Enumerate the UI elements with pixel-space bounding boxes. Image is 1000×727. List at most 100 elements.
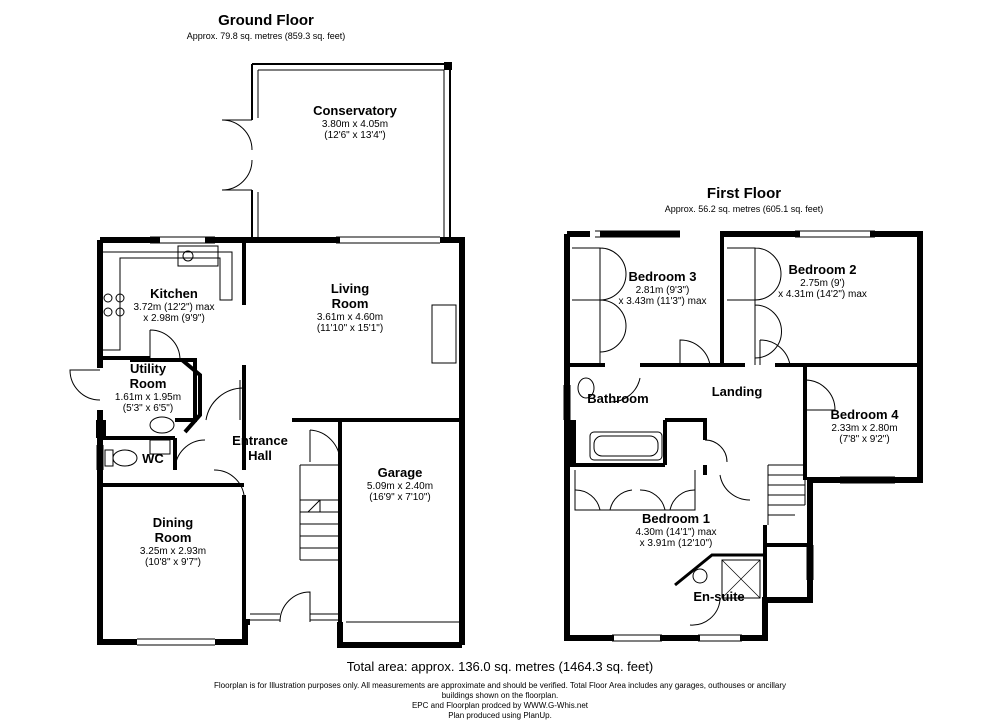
bathroom-label: Bathroom <box>587 391 649 406</box>
room-name: Conservatory <box>313 103 397 118</box>
ensuite-shower <box>721 559 761 599</box>
ground-floor-internal-wall <box>100 240 462 645</box>
utility-door <box>69 369 101 401</box>
utility-pillar <box>96 420 106 438</box>
conservatory-wall <box>251 63 451 240</box>
bedroom1-window <box>612 634 742 642</box>
disclaimer-line: EPC and Floorplan prodced by WWW.G-Whis.… <box>411 701 589 710</box>
garage-hall-door <box>309 429 341 463</box>
bedroom2-label: Bedroom 2 2.75m (9') x 4.31m (14'2") max <box>760 262 885 301</box>
ensuite-shower-cross <box>721 559 761 599</box>
entrance-hall-label: Entrance Hall <box>220 433 300 464</box>
bathroom-door <box>609 377 641 403</box>
bedroom4-label: Bedroom 4 2.33m x 2.80m (7'8" x 9'2") <box>812 407 917 446</box>
first-floor-title: First Floor <box>706 185 782 202</box>
wc-cistern <box>104 449 114 467</box>
room-name: Living <box>330 281 370 296</box>
ground-stairs <box>299 464 340 561</box>
room-name: Bedroom 4 <box>830 407 899 422</box>
room-name: Hall <box>248 447 272 463</box>
room-dim: 3.72m (12'2") max <box>133 301 215 313</box>
living-room-label: Living Room 3.61m x 4.60m (11'10" x 15'1… <box>285 281 415 335</box>
dining-room-label: Dining Room 3.25m x 2.93m (10'8" x 9'7") <box>118 515 228 569</box>
room-dim: 5.09m x 2.40m <box>366 480 434 492</box>
conservatory-door <box>221 119 253 191</box>
disclaimer-line: Plan produced using PlanUp. <box>448 711 552 720</box>
garage-door <box>346 621 460 646</box>
bath-inner <box>593 435 659 457</box>
front-door <box>279 591 311 623</box>
first-stairs <box>767 464 806 525</box>
landing-label: Landing <box>711 384 763 399</box>
kitchen-sink-bowl <box>182 250 194 262</box>
ensuite-door <box>689 599 721 626</box>
bedroom2-door <box>759 339 791 366</box>
room-name: Room <box>129 375 167 391</box>
bath <box>589 431 663 461</box>
room-dim: (11'10" x 15'1") <box>316 323 384 335</box>
bathroom-pillar <box>564 420 576 465</box>
bedroom4-door <box>804 379 836 411</box>
room-dim: 1.61m x 1.95m <box>114 391 182 403</box>
ground-floor-title: Ground Floor <box>218 12 314 29</box>
kitchen-sink <box>177 245 219 267</box>
ensuite-basin <box>692 568 708 584</box>
room-name: Bedroom 2 <box>788 262 857 277</box>
wc-toilet <box>112 449 138 467</box>
room-dim: x 3.43m (11'3") max <box>618 296 707 308</box>
bedroom3-window <box>595 230 680 238</box>
bathroom-basin <box>577 377 595 399</box>
room-dim: 3.25m x 2.93m <box>139 545 207 557</box>
landing-window <box>806 545 814 580</box>
room-dim: 3.80m x 4.05m <box>321 118 389 130</box>
total-area: Total area: approx. 136.0 sq. metres (14… <box>346 659 654 674</box>
conservatory-label: Conservatory 3.80m x 4.05m (12'6" x 13'4… <box>280 103 430 142</box>
living-room-fireplace <box>431 304 457 364</box>
room-dim: (10'8" x 9'7") <box>145 557 201 569</box>
wc-window <box>96 445 104 470</box>
first-floor-area: Approx. 56.2 sq. metres (605.1 sq. feet) <box>664 204 824 214</box>
bedroom2-wardrobe <box>727 247 782 365</box>
room-dim: x 3.91m (12'10") <box>639 538 713 550</box>
room-dim: 2.81m (9'3") <box>635 284 690 296</box>
utility-room-label: Utility Room 1.61m x 1.95m (5'3" x 6'5") <box>102 361 194 415</box>
room-dim: 3.61m x 4.60m <box>316 311 384 323</box>
disclaimer-line: buildings shown on the floorplan. <box>441 691 559 700</box>
front-window <box>250 613 340 621</box>
wc-door <box>174 439 206 471</box>
room-dim: (5'3" x 6'5") <box>122 403 174 415</box>
disclaimer: Floorplan is for Illustration purposes o… <box>120 681 880 721</box>
first-floor-internal-wall <box>565 234 920 638</box>
room-dim: x 2.98m (9'9") <box>143 313 205 325</box>
ground-floor-area: Approx. 79.8 sq. metres (859.3 sq. feet) <box>186 31 346 41</box>
bedroom3-wardrobe <box>572 247 627 365</box>
conservatory-post <box>444 62 452 70</box>
room-dim: x 4.31m (14'2") max <box>778 289 867 301</box>
ensuite-label: En-suite <box>693 589 745 604</box>
kitchen-hob <box>103 293 125 317</box>
bedroom3-door <box>679 339 711 366</box>
room-dim: (12'6" x 13'4") <box>324 130 386 142</box>
room-name: Room <box>331 295 369 311</box>
garage-label: Garage 5.09m x 2.40m (16'9" x 7'10") <box>345 465 455 504</box>
airing-cupboard-door <box>704 439 728 463</box>
kitchen-window <box>150 236 215 244</box>
room-name: Bedroom 1 <box>642 511 710 526</box>
room-dim: (7'8" x 9'2") <box>839 434 890 446</box>
bedroom1-label: Bedroom 1 4.30m (14'1") max x 3.91m (12'… <box>616 511 736 550</box>
kitchen-label: Kitchen 3.72m (12'2") max x 2.98m (9'9") <box>118 286 230 325</box>
bedroom2-window <box>795 230 875 238</box>
hall-door <box>205 387 245 421</box>
disclaimer-line: Floorplan is for Illustration purposes o… <box>213 681 786 690</box>
room-dim: 2.33m x 2.80m <box>831 422 898 434</box>
conservatory-glazing <box>257 69 445 238</box>
room-name: Kitchen <box>150 286 198 301</box>
dining-door <box>213 469 245 496</box>
bedroom4-window <box>840 476 895 484</box>
bedroom1-door <box>719 474 751 501</box>
dining-window <box>137 638 215 646</box>
room-name: Bedroom 3 <box>628 269 697 284</box>
bathroom-window <box>563 385 571 420</box>
kitchen-worktop <box>100 251 233 351</box>
